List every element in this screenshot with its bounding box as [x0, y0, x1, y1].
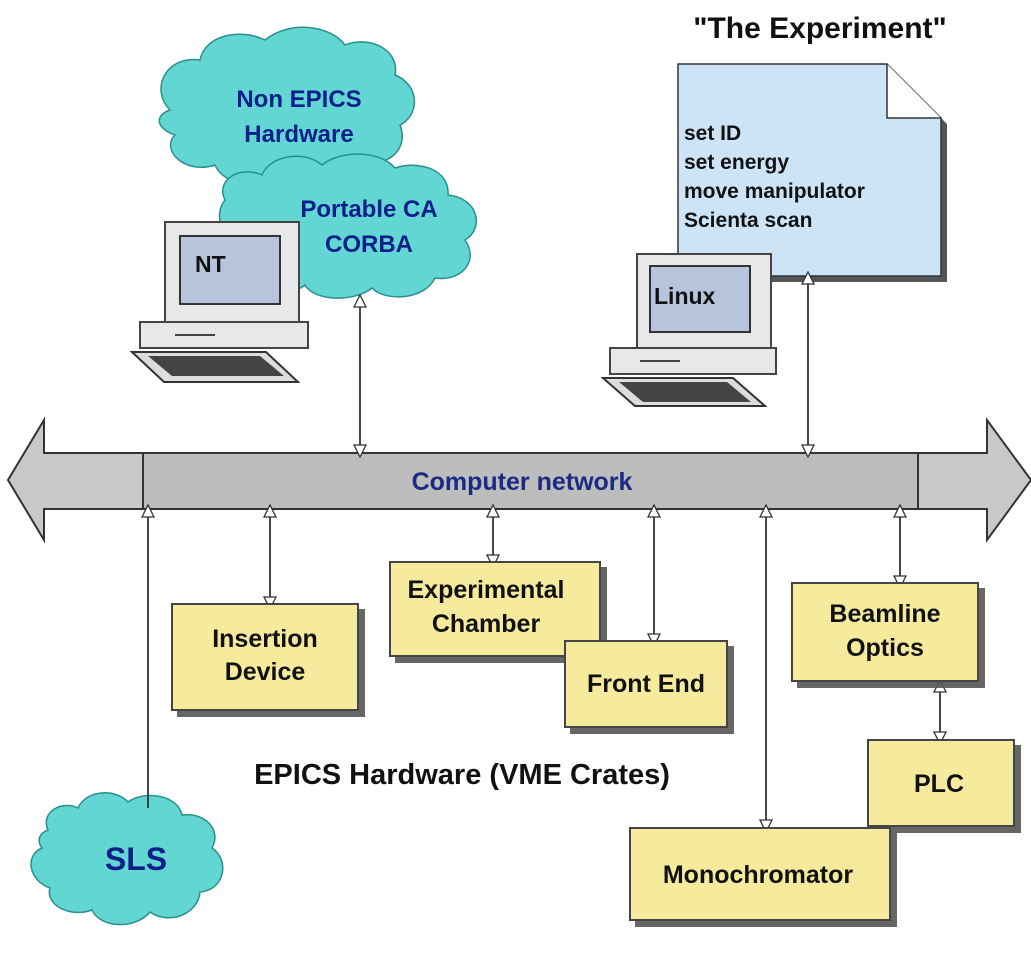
non-epics-hardware-cloud: Non EPICS Hardware: [158, 26, 416, 185]
insertion-device-box: Insertion Device: [171, 603, 359, 711]
epics-hardware-label: EPICS Hardware (VME Crates): [254, 759, 670, 791]
front-end-box: Front End: [564, 640, 728, 728]
note-line-move-manipulator: move manipulator: [684, 180, 865, 203]
nt-computer-icon: NT: [129, 221, 309, 383]
beamline-optics-line-1: Beamline: [829, 600, 940, 628]
beamline-optics-box: Beamline Optics: [791, 582, 979, 682]
nt-label: NT: [195, 251, 226, 277]
monochromator-box: Monochromator: [629, 827, 891, 921]
linux-label: Linux: [654, 283, 716, 309]
experimental-chamber-line-2: Chamber: [432, 610, 541, 638]
front-end-label: Front End: [587, 670, 705, 698]
beamline-optics-line-2: Optics: [846, 634, 924, 662]
computer-network-bar: Computer network: [6, 416, 1031, 544]
portable-ca-line-1: Portable CA: [300, 196, 437, 223]
insertion-device-line-1: Insertion: [212, 625, 318, 653]
sls-cloud: SLS: [30, 792, 224, 926]
plc-label: PLC: [914, 770, 964, 798]
non-epics-line-2: Hardware: [244, 121, 353, 148]
experimental-chamber-box: Experimental Chamber: [389, 561, 601, 657]
plc-box: PLC: [867, 739, 1015, 827]
portable-ca-line-2: CORBA: [325, 231, 413, 258]
experiment-title: "The Experiment": [693, 12, 947, 45]
insertion-device-line-2: Device: [225, 658, 306, 686]
connectors: [148, 278, 940, 826]
note-line-set-id: set ID: [684, 122, 741, 145]
experimental-chamber-line-1: Experimental: [407, 576, 564, 604]
note-line-scienta-scan: Scienta scan: [684, 209, 812, 232]
monochromator-label: Monochromator: [663, 861, 854, 889]
network-label: Computer network: [412, 468, 633, 496]
sls-label: SLS: [105, 841, 167, 877]
experiment-note: set ID set energy move manipulator Scien…: [677, 63, 947, 282]
linux-computer-icon: Linux: [600, 253, 777, 407]
page-fold-icon: [886, 64, 941, 119]
note-line-set-energy: set energy: [684, 151, 789, 174]
non-epics-line-1: Non EPICS: [236, 86, 361, 113]
